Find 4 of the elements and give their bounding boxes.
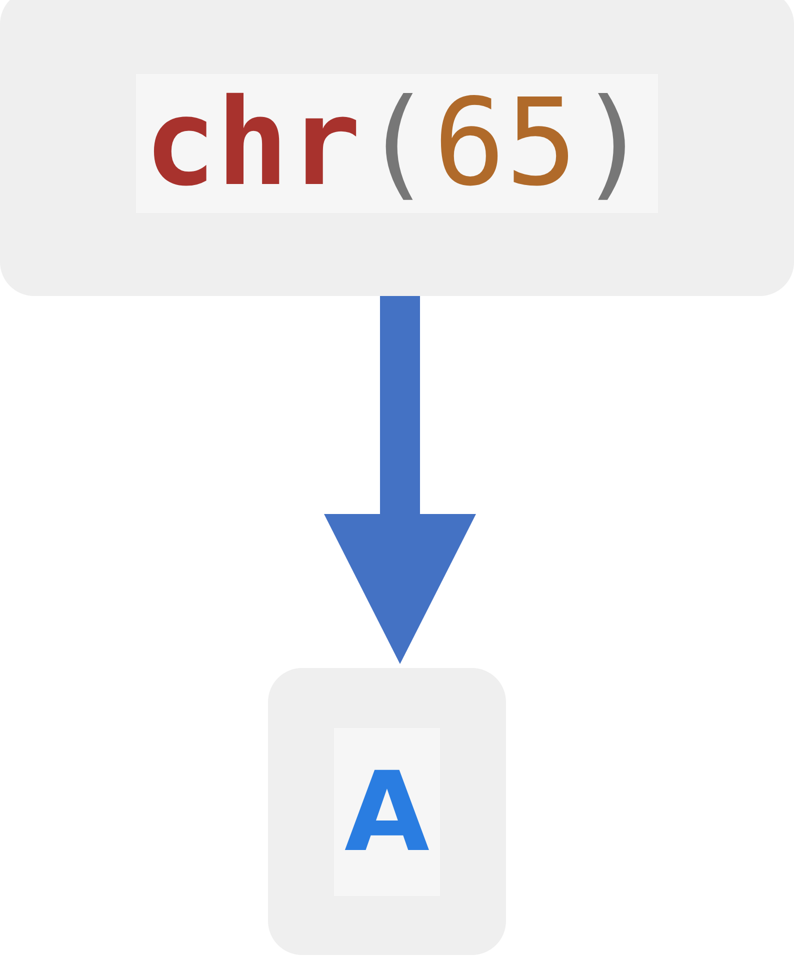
arrow: [324, 296, 476, 664]
code-expression: chr(65): [136, 74, 658, 212]
output-value: A: [334, 728, 440, 896]
code-box: [0, 0, 794, 296]
